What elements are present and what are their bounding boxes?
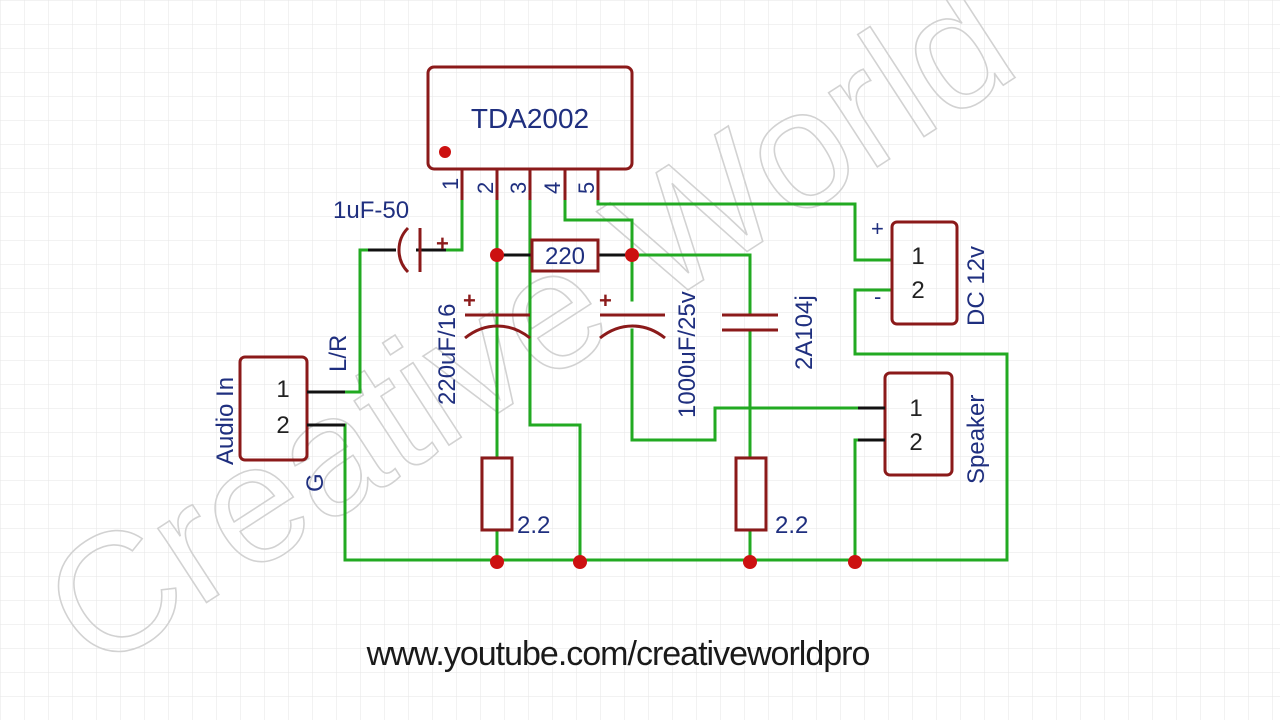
junction-dot [743, 555, 757, 569]
capacitor-220uf-polarity: + [463, 288, 476, 313]
capacitor-1000uf-polarity: + [599, 288, 612, 313]
capacitor-2a104j-value: 2A104j [791, 295, 818, 370]
speaker-pin-2: 2 [909, 429, 922, 456]
input-capacitor-value: 1uF-50 [333, 197, 409, 224]
speaker-pin-1: 1 [909, 395, 922, 422]
footer-url: www.youtube.com/creativeworldpro [366, 635, 870, 673]
audio-in-net-g: G [302, 473, 329, 492]
feedback-resistor: 220 [503, 238, 626, 273]
capacitor-1000uf-value: 1000uF/25v [674, 291, 701, 418]
resistor-left-value: 2.2 [517, 512, 550, 539]
audio-in-connector: 1 2 Audio In L/R G [212, 335, 352, 492]
dc-pin-2: 2 [911, 277, 924, 304]
ic-pin-4: 4 [540, 182, 565, 194]
ic-pin-3: 3 [506, 182, 531, 194]
dc-power-connector: 1 2 + - DC 12v [871, 216, 990, 326]
dc-pin-1: 1 [911, 243, 924, 270]
ic-tda2002: TDA2002 1 2 3 4 5 [426, 65, 634, 200]
audio-in-title: Audio In [212, 377, 239, 465]
resistor-left: 2.2 [480, 456, 550, 539]
capacitor-1000uf: + 1000uF/25v [599, 288, 701, 418]
input-capacitor: + 1uF-50 [333, 197, 449, 274]
junction-dot [625, 248, 639, 262]
junctions [490, 248, 862, 569]
resistor-right: 2.2 [734, 456, 808, 539]
speaker-connector: 1 2 Speaker [858, 371, 990, 484]
ic-label: TDA2002 [471, 103, 589, 134]
dc-minus-label: - [874, 284, 881, 309]
ic-pin-2: 2 [473, 182, 498, 194]
audio-in-pin-2: 2 [276, 412, 289, 439]
ic-pin-5: 5 [574, 182, 599, 194]
resistor-right-value: 2.2 [775, 512, 808, 539]
dc-plus-label: + [871, 216, 884, 241]
junction-dot [490, 248, 504, 262]
input-capacitor-polarity: + [436, 231, 449, 256]
capacitor-220uf: + 220uF/16 [434, 288, 531, 405]
capacitor-220uf-value: 220uF/16 [434, 304, 461, 405]
feedback-resistor-value: 220 [545, 243, 585, 270]
junction-dot [490, 555, 504, 569]
junction-dot [848, 555, 862, 569]
ic-pin-1: 1 [438, 178, 463, 190]
speaker-title: Speaker [963, 395, 990, 484]
junction-dot [573, 555, 587, 569]
audio-in-pin-1: 1 [276, 376, 289, 403]
dc-title: DC 12v [963, 246, 990, 326]
capacitor-2a104j: 2A104j [722, 295, 818, 370]
audio-in-net-lr: L/R [325, 335, 352, 372]
